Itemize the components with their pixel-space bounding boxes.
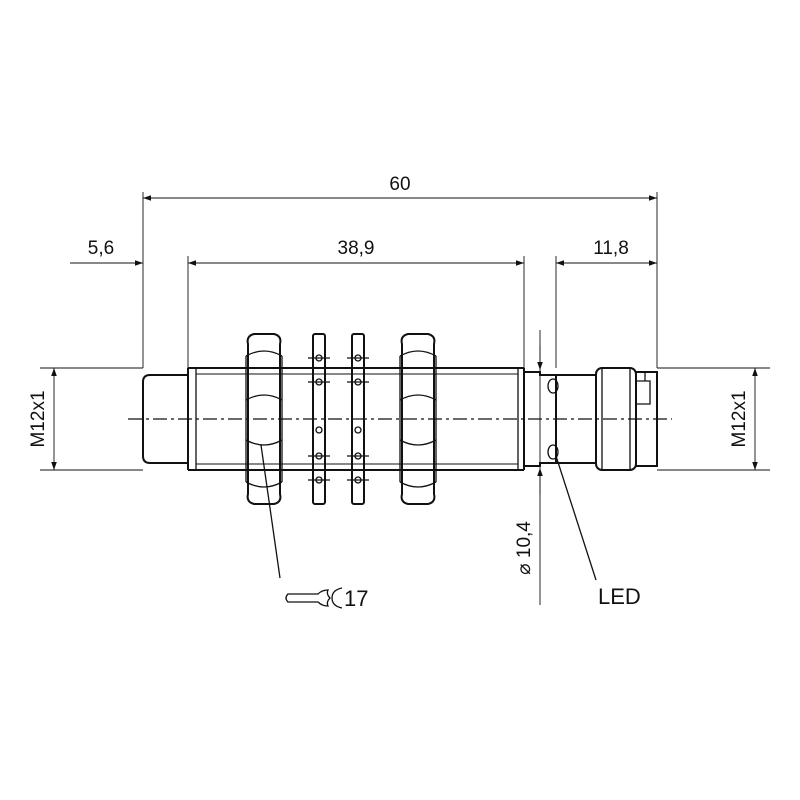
thread-right-label: M12x1 bbox=[729, 390, 750, 447]
led-housing bbox=[524, 371, 596, 467]
threaded-body bbox=[187, 367, 525, 471]
led-callout: LED bbox=[555, 455, 641, 609]
led-window-top bbox=[547, 378, 559, 394]
hex-nut-left bbox=[245, 333, 283, 505]
front-offset-label: 5,6 bbox=[88, 238, 114, 259]
connector bbox=[595, 367, 658, 471]
wrench-icon bbox=[285, 589, 331, 607]
lock-washer-right bbox=[347, 333, 369, 505]
lock-washer-left bbox=[308, 333, 330, 505]
body-diameter-label: ⌀ 10,4 bbox=[514, 521, 535, 575]
thread-length-label: 38,9 bbox=[338, 238, 375, 259]
sensing-face bbox=[142, 374, 188, 464]
led-window-bottom bbox=[547, 444, 559, 460]
total-length-label: 60 bbox=[389, 174, 410, 195]
dimension-thread-left: M12x1 bbox=[28, 367, 143, 471]
dimension-thread-right: M12x1 bbox=[657, 367, 770, 471]
wrench-size-callout: 17 bbox=[260, 444, 368, 611]
wrench-size-label: 17 bbox=[344, 586, 368, 611]
thread-left-label: M12x1 bbox=[28, 390, 49, 447]
connector-length-label: 11,8 bbox=[593, 238, 629, 259]
hex-nut-right bbox=[399, 333, 437, 505]
led-label: LED bbox=[598, 584, 641, 609]
dimension-total-length: 60 bbox=[142, 174, 658, 368]
dimension-front-offset: 5,6 bbox=[70, 238, 205, 368]
dimension-connector-length: 11,8 bbox=[555, 238, 657, 368]
dimension-thread-length: 38,9 bbox=[188, 238, 525, 368]
